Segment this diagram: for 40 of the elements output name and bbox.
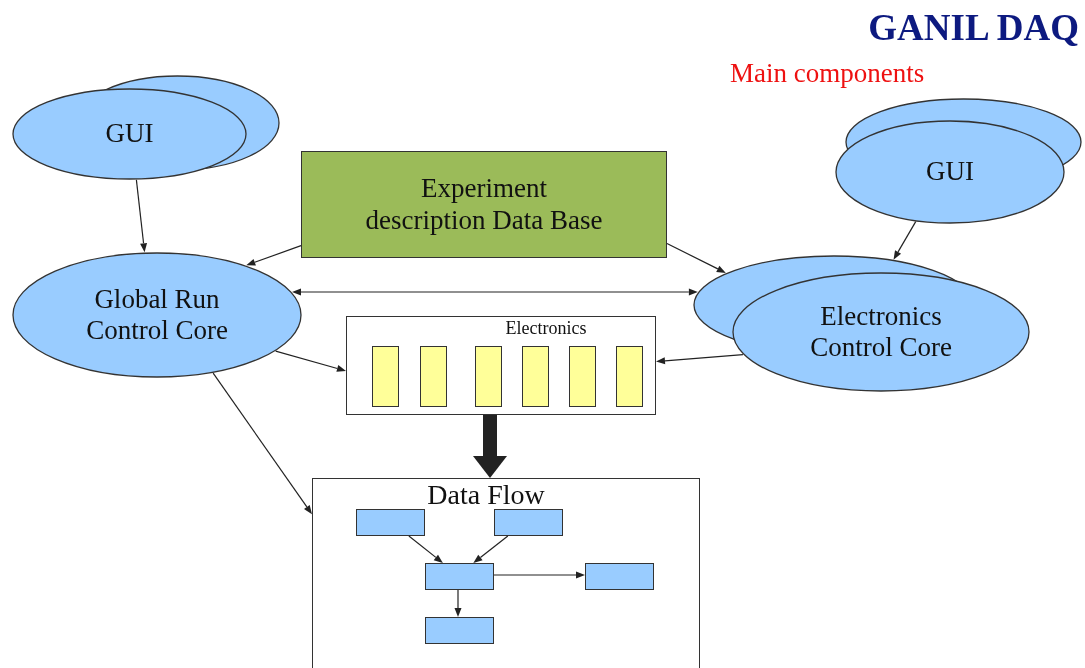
node-label: Experiment description Data Base <box>364 173 604 236</box>
arrow <box>666 242 726 273</box>
module-bar <box>569 346 596 407</box>
subtitle: Main components <box>730 58 925 89</box>
arrow <box>292 288 698 296</box>
arrow <box>408 535 443 563</box>
arrow <box>893 221 917 260</box>
slide-title: GANIL DAQ <box>868 6 1079 49</box>
stacked-ellipse-node <box>835 98 1082 224</box>
node-label: Data Flow <box>427 479 545 512</box>
module-bar <box>372 346 399 407</box>
process-box <box>494 509 563 536</box>
node-label: GUI <box>105 118 154 150</box>
node-label: Global Run Control Core <box>85 283 229 347</box>
arrow <box>275 350 346 372</box>
process-box <box>425 617 494 644</box>
module-bar <box>475 346 502 407</box>
node-label: Electronics <box>505 318 587 339</box>
arrow <box>473 535 509 563</box>
arrow <box>135 179 148 253</box>
module-bar <box>420 346 447 407</box>
ellipse-node <box>12 252 302 378</box>
module-bar <box>616 346 643 407</box>
node-label: GUI <box>926 156 974 188</box>
arrow <box>212 372 312 515</box>
process-box <box>356 509 425 536</box>
process-box <box>301 151 667 258</box>
stacked-ellipse-node <box>12 75 280 180</box>
module-bar <box>522 346 549 407</box>
process-box <box>585 563 654 590</box>
group-box <box>312 478 700 668</box>
process-box <box>425 563 494 590</box>
arrow <box>493 571 585 579</box>
arrow <box>454 589 462 617</box>
stacked-ellipse-node <box>693 255 1030 392</box>
arrow <box>246 245 302 266</box>
group-box <box>346 316 656 415</box>
arrow <box>656 353 744 365</box>
thick-arrow <box>473 415 507 478</box>
node-label: Electronics Control Core <box>809 300 953 364</box>
